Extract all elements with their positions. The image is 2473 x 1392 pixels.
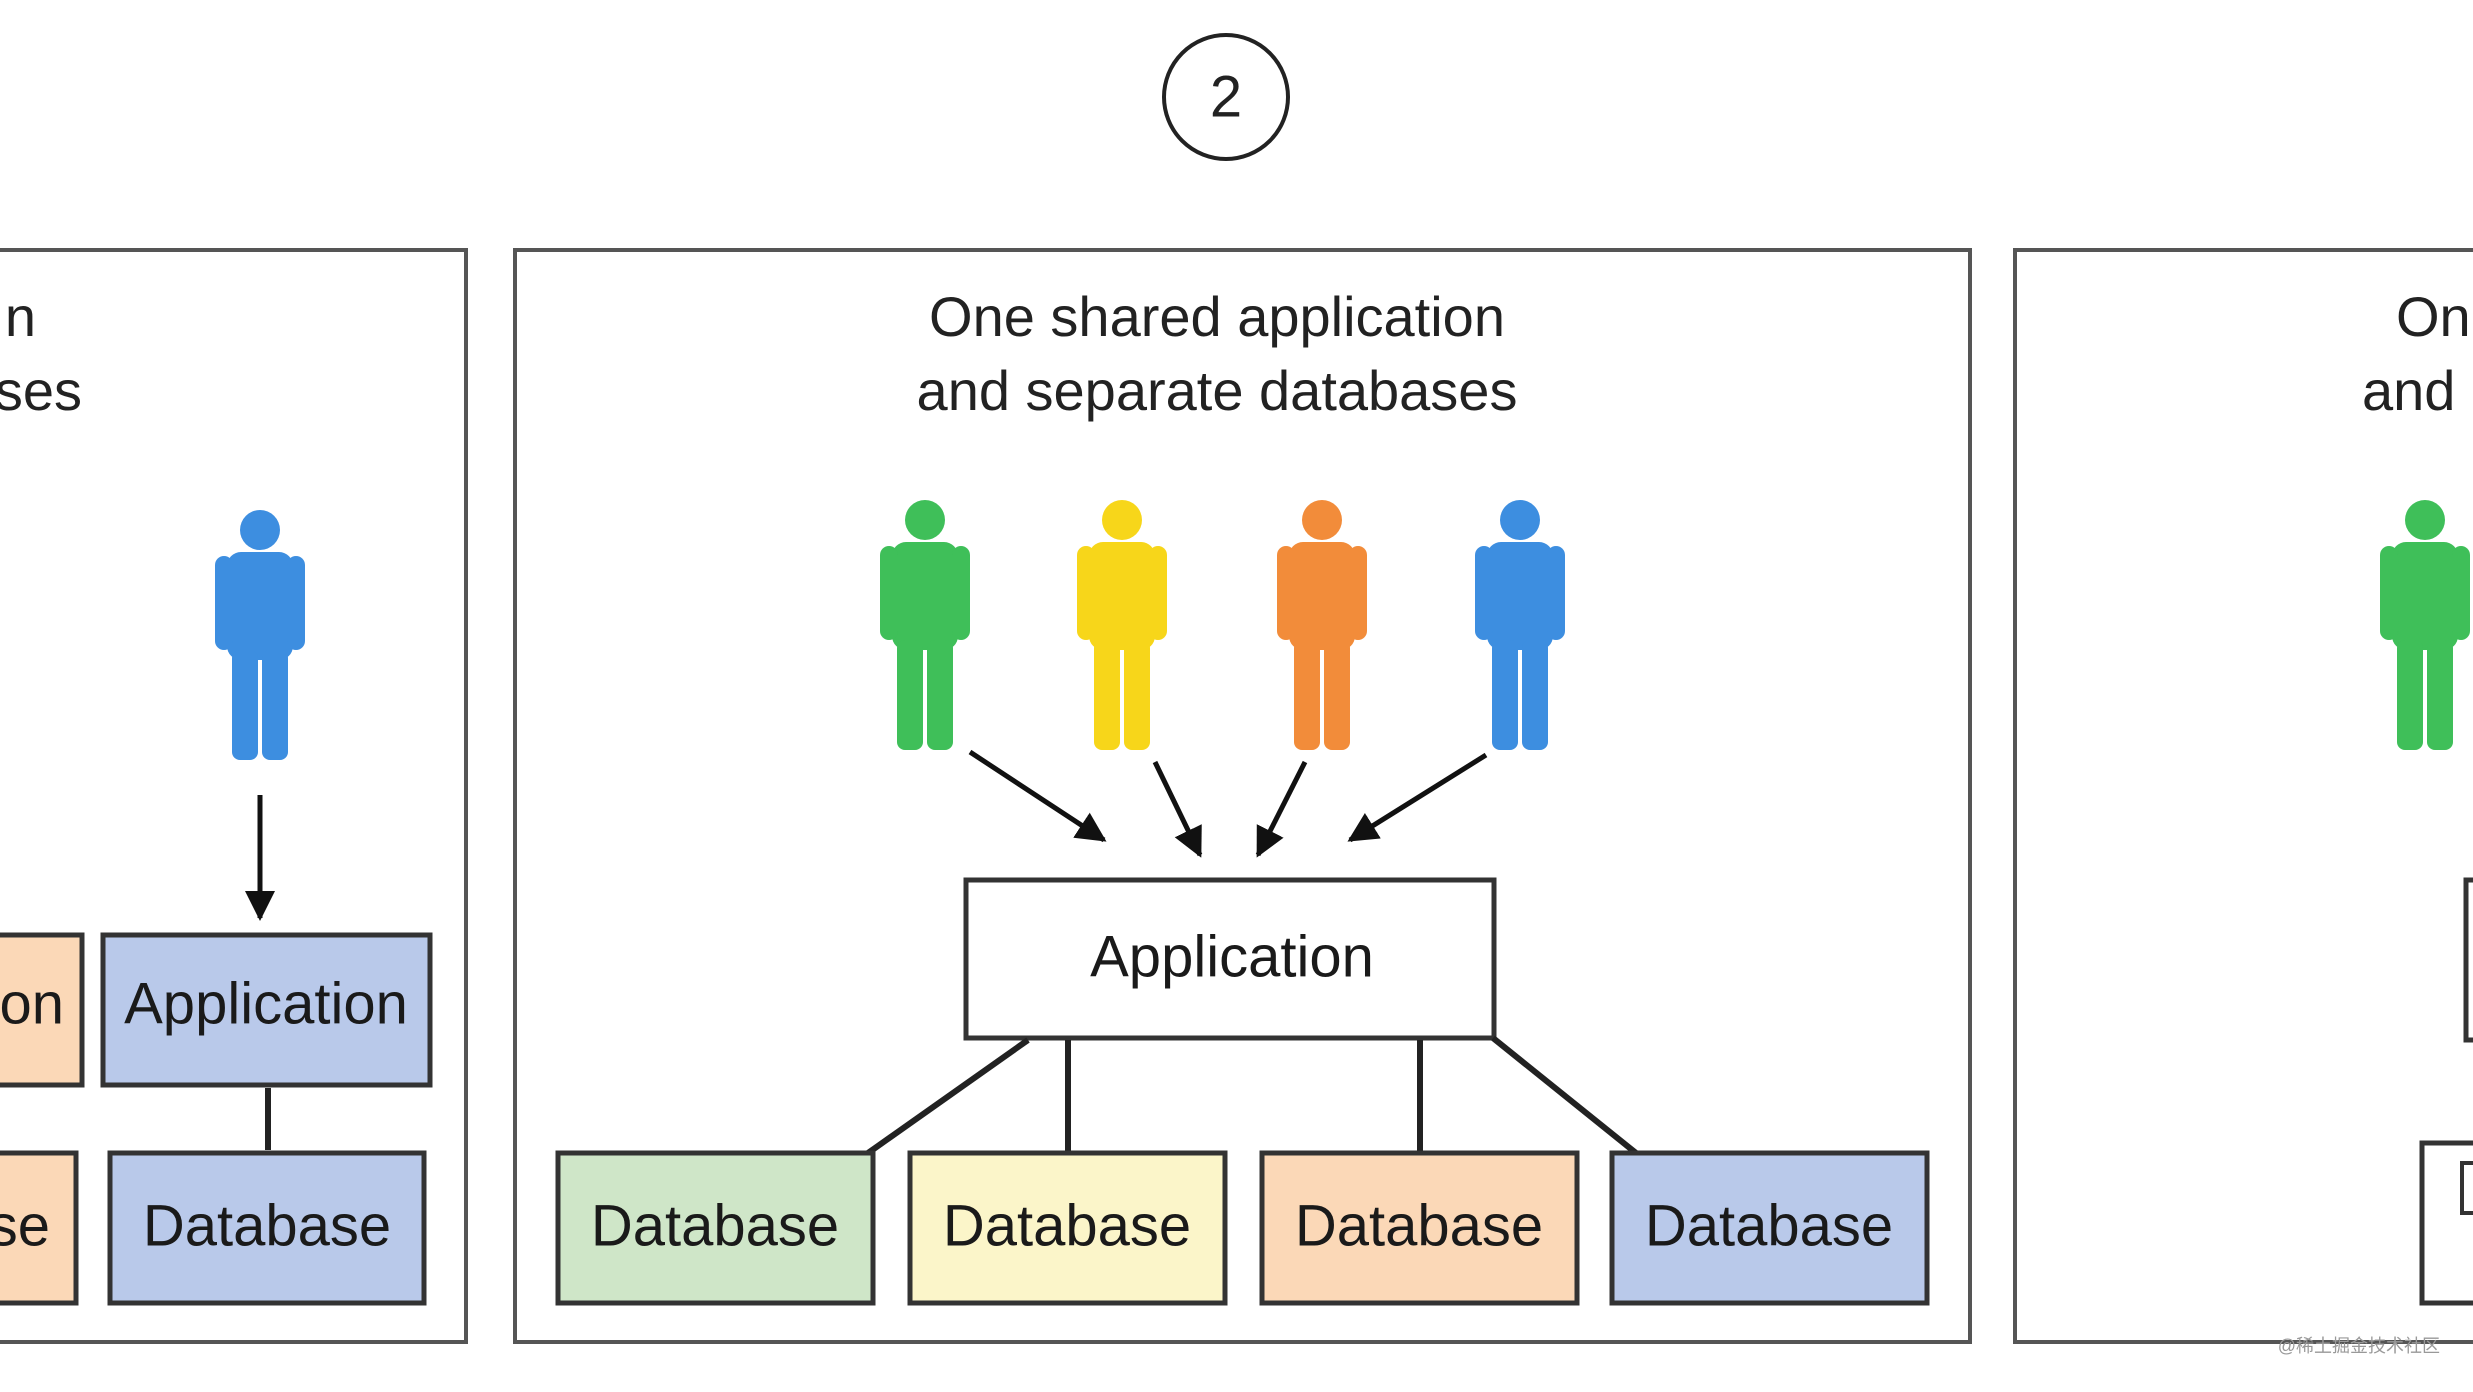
- svg-text:Application: Application: [124, 972, 408, 1037]
- svg-text:Database: Database: [1645, 1194, 1893, 1259]
- svg-text:Database: Database: [943, 1194, 1191, 1259]
- right-database-box-partial: [2419, 1140, 2473, 1306]
- center-panel-title-line2: and separate databases: [917, 359, 1518, 422]
- left-panel: n ses on Application se Database: [0, 248, 468, 1344]
- left-application-box-partial: on: [0, 932, 85, 1088]
- svg-text:Database: Database: [143, 1194, 391, 1259]
- step-indicator: 2: [1162, 33, 1290, 161]
- svg-text:on: on: [0, 972, 64, 1037]
- center-panel-title-line1: One shared application: [929, 285, 1505, 348]
- svg-text:Database: Database: [591, 1194, 839, 1259]
- watermark-text: @稀土掘金技术社区: [2278, 1336, 2440, 1356]
- center-panel: One shared application and separate data…: [513, 248, 1972, 1344]
- right-panel-title-line1: On: [2396, 285, 2471, 348]
- left-database-box-partial: se: [0, 1150, 79, 1306]
- tenant-database-orange: Database: [1259, 1150, 1580, 1306]
- right-database-inner-partial: [2460, 1161, 2473, 1215]
- shared-application-box: Application: [963, 877, 1497, 1041]
- left-panel-title-line1: n: [5, 285, 36, 348]
- svg-text:Application: Application: [1090, 925, 1374, 990]
- tenant-database-blue: Database: [1609, 1150, 1930, 1306]
- right-panel-title-line2: and: [2362, 359, 2455, 422]
- connector-db-4: [1491, 1035, 1638, 1156]
- right-panel-frame: [2013, 248, 2473, 1344]
- left-application-box: Application: [100, 932, 433, 1088]
- left-panel-title-line2: ses: [0, 359, 82, 422]
- arrow-green-to-app: [968, 749, 1107, 843]
- arrow-yellow-to-app: [1152, 760, 1203, 858]
- svg-text:se: se: [0, 1194, 50, 1259]
- connector-db-1: [866, 1037, 1030, 1156]
- right-panel: On and: [2013, 248, 2473, 1344]
- svg-text:Database: Database: [1295, 1194, 1543, 1259]
- arrow-blue-to-app: [1347, 752, 1488, 843]
- right-application-box-partial: [2463, 877, 2473, 1043]
- left-database-box: Database: [107, 1150, 427, 1306]
- step-number: 2: [1210, 65, 1242, 130]
- tenant-database-green: Database: [555, 1150, 876, 1306]
- tenant-database-yellow: Database: [907, 1150, 1228, 1306]
- arrow-orange-to-app: [1255, 760, 1308, 858]
